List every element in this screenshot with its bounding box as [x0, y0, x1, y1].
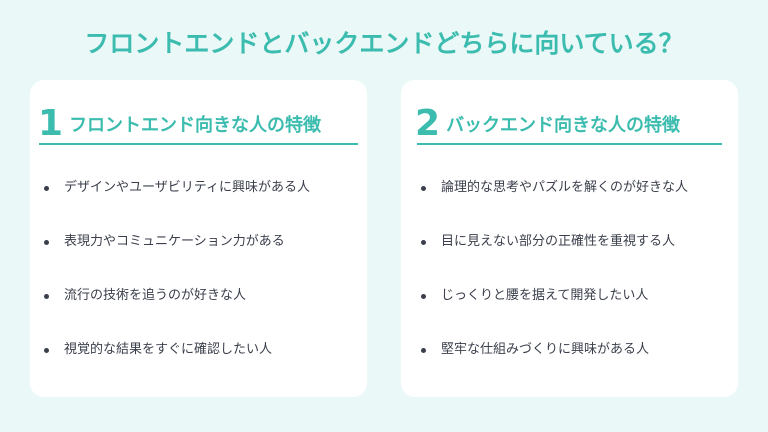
card-heading: バックエンド向きな人の特徴	[446, 115, 681, 136]
card-header: 2 バックエンド向きな人の特徴	[415, 98, 728, 142]
bullet-icon	[421, 239, 426, 245]
list-item: デザインやユーザビリティに興味がある人	[44, 161, 357, 215]
list-item-text: 視覚的な結果をすぐに確認したい人	[64, 342, 273, 357]
card-heading: フロントエンド向きな人の特徴	[69, 115, 322, 136]
card-header: 1 フロントエンド向きな人の特徴	[38, 98, 357, 142]
card-number: 1	[38, 103, 64, 144]
trait-list: デザインやユーザビリティに興味がある人 表現力やコミュニケーション力がある 流行…	[44, 175, 357, 377]
bullet-icon	[44, 239, 49, 245]
bullet-icon	[421, 185, 426, 191]
heading-divider	[39, 143, 358, 145]
list-item: じっくりと腰を据えて開発したい人	[421, 269, 728, 323]
bullet-icon	[421, 293, 426, 299]
list-item: 表現力やコミュニケーション力がある	[44, 215, 357, 269]
bullet-icon	[44, 185, 49, 191]
list-item-text: 論理的な思考やパズルを解くのが好きな人	[441, 180, 689, 195]
list-item-text: 堅牢な仕組みづくりに興味がある人	[441, 342, 650, 357]
backend-card: 2 バックエンド向きな人の特徴 論理的な思考やパズルを解くのが好きな人 目に見え…	[401, 80, 738, 397]
trait-list: 論理的な思考やパズルを解くのが好きな人 目に見えない部分の正確性を重視する人 じ…	[421, 175, 728, 377]
list-item: 視覚的な結果をすぐに確認したい人	[44, 323, 357, 377]
heading-divider	[417, 143, 722, 145]
bullet-icon	[421, 347, 426, 353]
page-title: フロントエンドとバックエンドどちらに向いている？	[84, 29, 684, 58]
bullet-icon	[44, 347, 49, 353]
frontend-card: 1 フロントエンド向きな人の特徴 デザインやユーザビリティに興味がある人 表現力…	[30, 80, 367, 397]
list-item-text: 表現力やコミュニケーション力がある	[64, 234, 285, 249]
list-item: 流行の技術を追うのが好きな人	[44, 269, 357, 323]
list-item-text: じっくりと腰を据えて開発したい人	[441, 288, 649, 303]
list-item-text: デザインやユーザビリティに興味がある人	[64, 180, 310, 195]
card-number: 2	[415, 103, 441, 144]
bullet-icon	[44, 293, 49, 299]
list-item: 目に見えない部分の正確性を重視する人	[421, 215, 728, 269]
list-item-text: 目に見えない部分の正確性を重視する人	[441, 234, 676, 249]
list-item: 堅牢な仕組みづくりに興味がある人	[421, 323, 728, 377]
list-item: 論理的な思考やパズルを解くのが好きな人	[421, 161, 728, 215]
list-item-text: 流行の技術を追うのが好きな人	[64, 288, 247, 303]
